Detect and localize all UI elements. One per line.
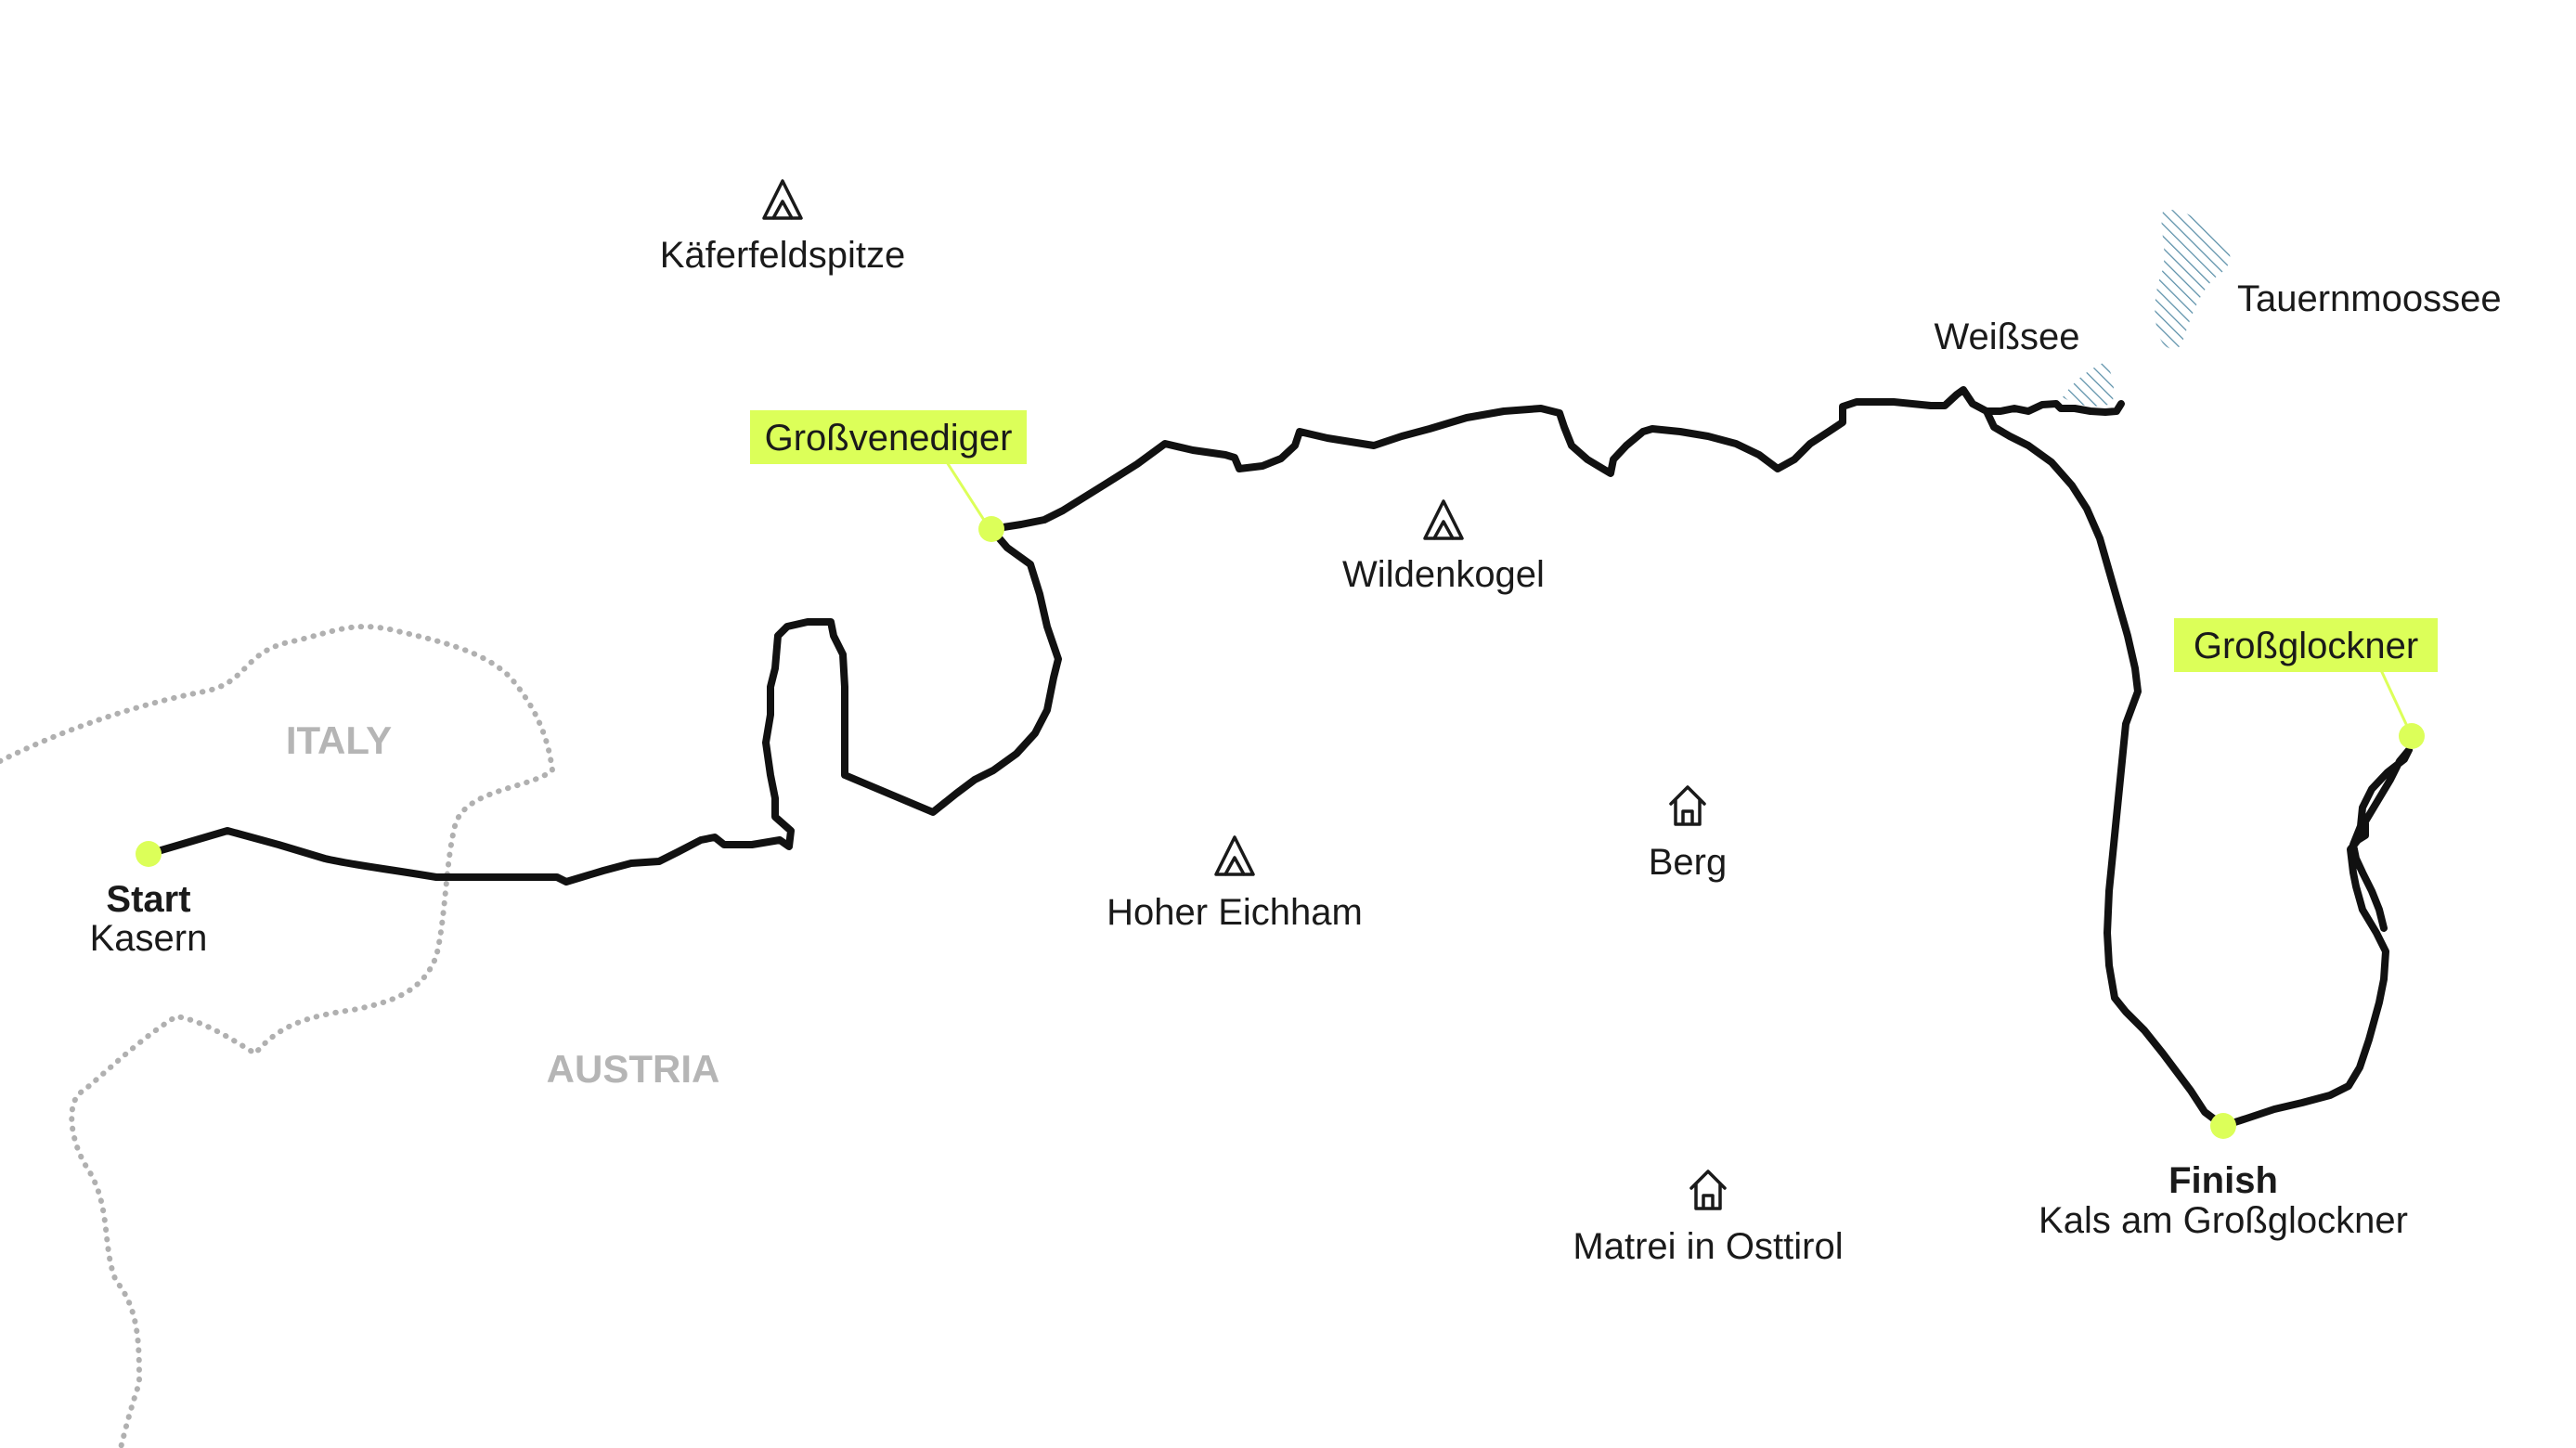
grossvenediger-leader-line [945, 461, 990, 528]
grossvenediger-label-box [750, 410, 1027, 464]
peak-label-wildenkogel: Wildenkogel [1342, 554, 1545, 595]
finish-label: Finish [2168, 1160, 2278, 1201]
village-label-matrei: Matrei in Osttirol [1573, 1226, 1843, 1267]
house-icon [1669, 785, 1706, 826]
start-place-label: Kasern [90, 918, 208, 959]
grossglockner-marker[interactable] [2399, 723, 2425, 749]
country-label-italy: ITALY [286, 718, 392, 762]
grossglockner-label: Großglockner [2194, 626, 2418, 666]
peak-label-hoher-eichham: Hoher Eichham [1107, 892, 1363, 933]
house-icon [1689, 1170, 1727, 1210]
weissee-lake [2063, 362, 2115, 407]
finish-place-label: Kals am Großglockner [2039, 1200, 2408, 1241]
start-label: Start [106, 879, 190, 920]
lake-label-weissee: Weißsee [1934, 317, 2079, 357]
mountain-icon [1214, 835, 1255, 876]
tauernmoossee-lake [2155, 210, 2231, 349]
lake-label-tauernmoossee: Tauernmoossee [2237, 278, 2502, 319]
mountain-icon [1423, 499, 1464, 540]
grossvenediger-label: Großvenediger [765, 418, 1013, 459]
mountain-icon [762, 179, 803, 220]
country-label-austria: AUSTRIA [547, 1047, 720, 1091]
country-border [0, 624, 556, 1448]
peak-label-kaeferfeldspitze: Käferfeldspitze [660, 235, 906, 276]
finish-marker[interactable] [2210, 1113, 2236, 1139]
grossglockner-label-box [2174, 618, 2438, 672]
hiking-route [145, 386, 2413, 1130]
start-marker[interactable] [136, 841, 162, 867]
grossvenediger-marker[interactable] [978, 516, 1004, 542]
village-label-berg: Berg [1649, 842, 1728, 883]
